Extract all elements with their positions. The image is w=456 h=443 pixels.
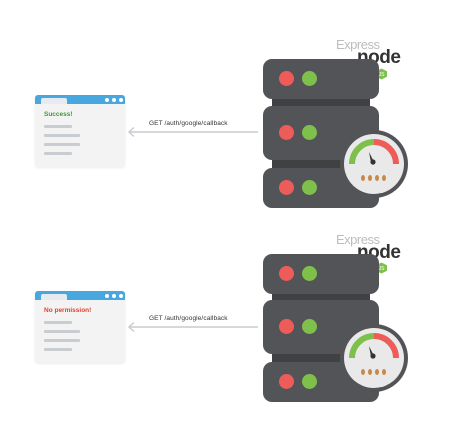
browser-window-icon: No permission! xyxy=(35,291,125,363)
server-connector xyxy=(272,292,370,300)
status-led-green xyxy=(302,71,317,86)
text-line xyxy=(44,348,72,351)
status-led-red xyxy=(279,319,294,334)
text-line xyxy=(44,321,72,324)
express-logo: Express xyxy=(336,37,380,52)
status-led-red xyxy=(279,71,294,86)
text-line xyxy=(44,143,80,146)
browser-message: No permission! xyxy=(44,307,92,314)
status-led-red xyxy=(279,125,294,140)
browser-titlebar xyxy=(35,95,125,104)
js-text: JS xyxy=(379,266,386,272)
browser-window-icon: Success! xyxy=(35,95,125,167)
browser-dot xyxy=(112,294,116,298)
express-logo: Express xyxy=(336,232,380,247)
request-label: GET /auth/google/callback xyxy=(149,120,228,127)
browser-dot xyxy=(119,294,123,298)
browser-tab xyxy=(41,98,67,104)
browser-tab xyxy=(41,294,67,300)
status-led-green xyxy=(302,374,317,389)
status-led-green xyxy=(302,266,317,281)
speed-gauge-icon xyxy=(340,130,408,198)
browser-dot xyxy=(105,98,109,102)
server-unit xyxy=(263,254,379,294)
server-connector xyxy=(272,160,370,168)
speed-gauge-icon xyxy=(340,324,408,392)
arrow-left-icon xyxy=(127,321,258,333)
status-led-red xyxy=(279,266,294,281)
browser-dot xyxy=(105,294,109,298)
status-led-red xyxy=(279,180,294,195)
request-label: GET /auth/google/callback xyxy=(149,315,228,322)
status-led-green xyxy=(302,180,317,195)
text-line xyxy=(44,134,80,137)
text-line xyxy=(44,125,72,128)
js-text: JS xyxy=(379,72,386,78)
text-line xyxy=(44,152,72,155)
browser-titlebar xyxy=(35,291,125,300)
arrow-left-icon xyxy=(127,126,258,138)
status-led-green xyxy=(302,319,317,334)
server-connector xyxy=(272,354,370,362)
browser-dot xyxy=(119,98,123,102)
browser-message: Success! xyxy=(44,111,73,118)
browser-dot xyxy=(112,98,116,102)
text-line xyxy=(44,339,80,342)
status-led-green xyxy=(302,125,317,140)
status-led-red xyxy=(279,374,294,389)
server-connector xyxy=(272,98,370,106)
text-line xyxy=(44,330,80,333)
server-unit xyxy=(263,59,379,99)
